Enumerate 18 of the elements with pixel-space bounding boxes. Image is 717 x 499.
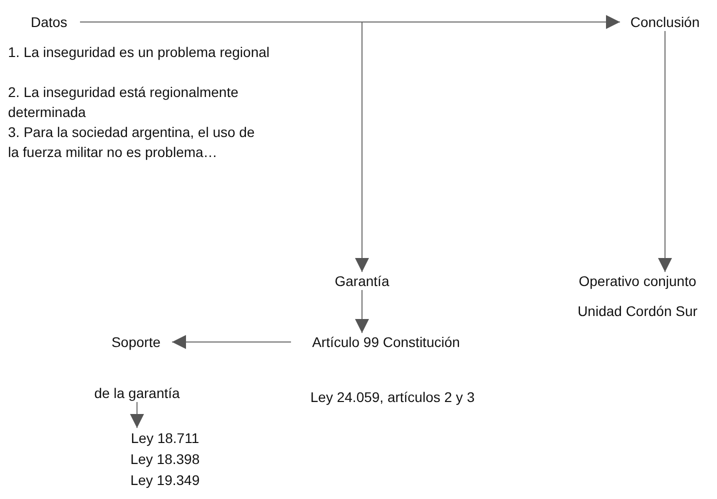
arrow xyxy=(172,335,292,349)
arrow xyxy=(658,30,672,272)
data-item-text: 3. Para la sociedad argentina, el uso de la fuerza militar no es problema… xyxy=(8,123,256,162)
node-text: Unidad Cordón Sur xyxy=(560,302,715,320)
node-text: de la garantía xyxy=(78,384,196,402)
node-text: Garantía xyxy=(330,272,394,290)
node-text: Soporte xyxy=(100,333,172,351)
node-text: Conclusión xyxy=(620,13,710,31)
arrow xyxy=(130,402,144,428)
node-text: Datos xyxy=(18,13,80,31)
data-item-text: 2. La inseguridad está regionalmente determinada xyxy=(8,83,240,122)
node-text: Artículo 99 Constitución xyxy=(291,333,481,351)
node-text: Ley 18.711 Ley 18.398 Ley 19.349 xyxy=(122,428,208,491)
data-item-text: 1. La inseguridad es un problema regional xyxy=(8,43,271,62)
node-text: Ley 24.059, artículos 2 y 3 xyxy=(280,388,505,406)
arrow xyxy=(355,290,369,334)
arrow xyxy=(80,22,369,272)
node-text: Operativo conjunto xyxy=(560,272,715,290)
